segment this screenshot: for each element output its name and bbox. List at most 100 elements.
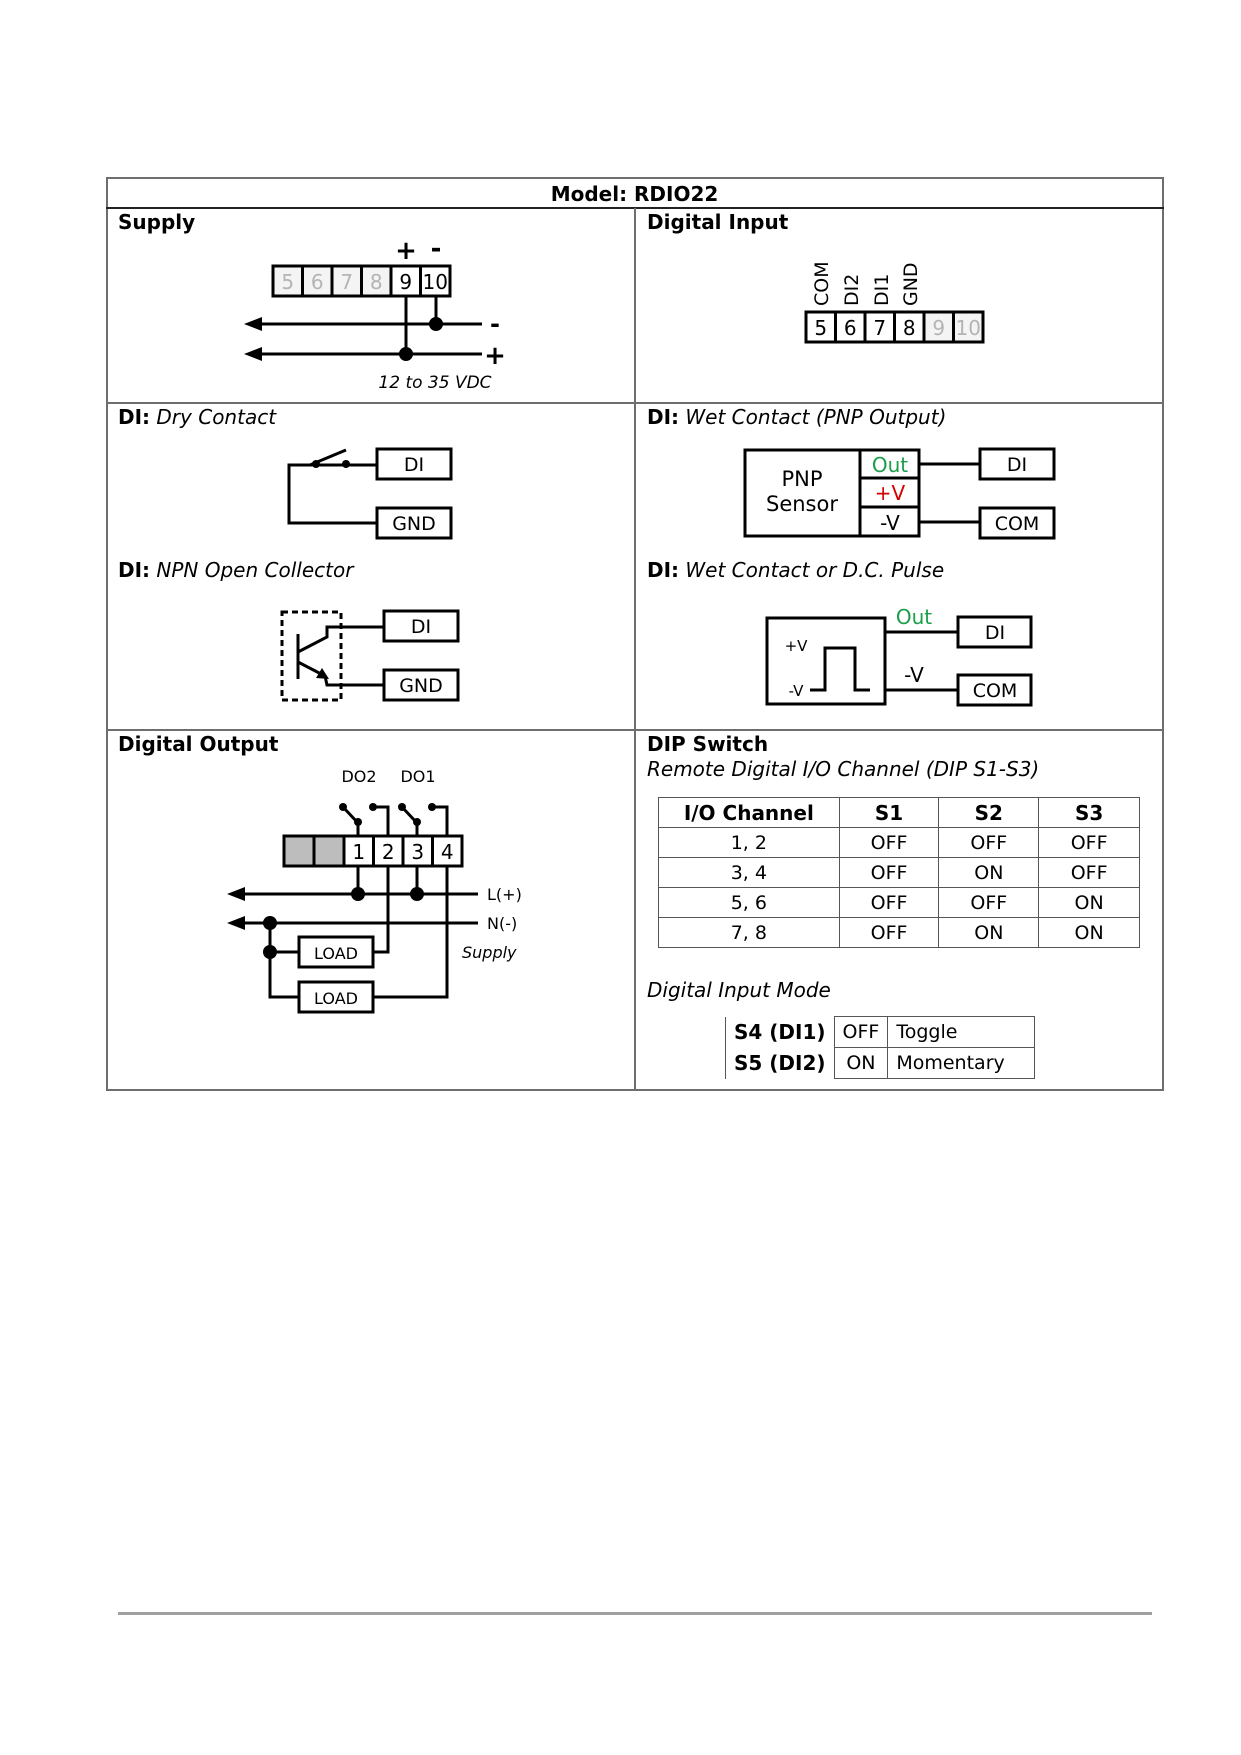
arrow-left-icon bbox=[244, 317, 262, 331]
gnd-box-label: GND bbox=[392, 513, 436, 535]
pulse-wire-minus-v-label: -V bbox=[904, 663, 924, 687]
table-border-top bbox=[106, 177, 1164, 179]
column-header: S3 bbox=[1038, 797, 1140, 828]
supply-terminal-number: 5 bbox=[281, 270, 294, 294]
di-prefix: DI: bbox=[647, 405, 680, 429]
com-box-label: COM bbox=[973, 680, 1018, 702]
digital-input-terminal-number: 10 bbox=[956, 316, 981, 340]
pnp-pin-out: Out bbox=[872, 453, 908, 477]
switch-state-cell: ON bbox=[1038, 917, 1140, 948]
supply-terminal-number: 6 bbox=[311, 270, 324, 294]
switch-state-cell: ON bbox=[833, 1047, 889, 1079]
do1-label: DO1 bbox=[400, 767, 435, 786]
channel-cell: 3, 4 bbox=[658, 857, 840, 888]
do2-label: DO2 bbox=[341, 767, 376, 786]
column-divider bbox=[634, 208, 636, 1090]
switch-state-cell: ON bbox=[938, 917, 1040, 948]
channel-cell: 7, 8 bbox=[658, 917, 840, 948]
digital-output-terminal-number: 4 bbox=[441, 840, 454, 864]
di-terminal-box bbox=[382, 609, 460, 643]
switch-name-cell: S4 (DI1) bbox=[725, 1016, 835, 1048]
supply-terminal bbox=[271, 264, 304, 298]
supply-terminal-number: 9 bbox=[399, 270, 412, 294]
switch-state-cell: OFF bbox=[838, 857, 940, 888]
digital-input-terminal-number: 5 bbox=[814, 316, 827, 340]
pin-label-di2: DI2 bbox=[841, 274, 863, 306]
column-header: S2 bbox=[938, 797, 1040, 828]
supply-plus-label: + bbox=[395, 236, 417, 266]
dip-switch-subtitle: Remote Digital I/O Channel (DIP S1-S3) bbox=[647, 757, 1039, 781]
supply-line-minus-label: - bbox=[490, 310, 500, 338]
di-terminal-box bbox=[978, 447, 1056, 481]
mode-cell: Toggle bbox=[887, 1016, 1036, 1048]
load-box bbox=[297, 980, 375, 1014]
npn-heading: DI: NPN Open Collector bbox=[118, 558, 353, 582]
junction-dot bbox=[410, 887, 424, 901]
switch-state-cell: OFF bbox=[838, 827, 940, 858]
table-header-row: I/O Channel S1 S2 S3 bbox=[658, 797, 1140, 828]
digital-input-terminal-number: 6 bbox=[844, 316, 857, 340]
square-pulse-icon bbox=[810, 646, 870, 692]
junction-dot bbox=[429, 317, 443, 331]
supply-terminal-number: 10 bbox=[423, 270, 448, 294]
di-prefix: DI: bbox=[118, 558, 151, 582]
di-prefix: DI: bbox=[118, 405, 151, 429]
wire bbox=[297, 625, 384, 654]
pin-label-gnd: GND bbox=[900, 262, 922, 306]
wire bbox=[373, 866, 390, 954]
pulse-plus-v-label: +V bbox=[785, 637, 809, 655]
wire bbox=[297, 660, 384, 687]
supply-line-plus-label: + bbox=[484, 341, 506, 371]
row-divider-2 bbox=[106, 729, 1164, 731]
table-border-right bbox=[1162, 177, 1164, 1091]
pnp-heading: DI: Wet Contact (PNP Output) bbox=[647, 405, 946, 429]
model-title: Model: RDIO22 bbox=[550, 182, 719, 206]
switch-name-cell: S5 (DI2) bbox=[725, 1047, 835, 1079]
pulse-out-label: Out bbox=[896, 605, 932, 629]
column-header: I/O Channel bbox=[658, 797, 840, 828]
dry-contact-heading: DI: Dry Contact bbox=[118, 405, 276, 429]
supply-terminal-number: 8 bbox=[370, 270, 383, 294]
com-terminal-box bbox=[956, 673, 1033, 707]
gnd-box-label: GND bbox=[399, 675, 443, 697]
arrow-left-icon bbox=[227, 887, 245, 901]
footer-divider bbox=[118, 1612, 1152, 1615]
dip-switch-subtitle-text: Remote Digital I/O Channel (DIP S1-S3) bbox=[647, 757, 1040, 781]
di-terminal-box bbox=[956, 615, 1033, 649]
unused-terminal-block bbox=[282, 834, 316, 868]
table-border-left bbox=[106, 177, 108, 1091]
pnp-title: Wet Contact (PNP Output) bbox=[685, 405, 947, 429]
com-terminal-box bbox=[978, 506, 1056, 540]
supply-heading: Supply bbox=[118, 210, 195, 234]
wire bbox=[432, 805, 449, 836]
npn-transistor-dashed-box bbox=[280, 610, 343, 702]
wire bbox=[373, 866, 449, 999]
pin-label-com: COM bbox=[811, 261, 833, 306]
arrow-left-icon bbox=[227, 916, 245, 930]
junction-dot bbox=[399, 347, 413, 361]
digital-input-mode-heading: Digital Input Mode bbox=[647, 978, 831, 1002]
gnd-terminal-box bbox=[382, 668, 460, 702]
digital-input-terminal bbox=[804, 310, 837, 344]
channel-cell: 5, 6 bbox=[658, 887, 840, 918]
di-box-label: DI bbox=[985, 622, 1005, 644]
channel-cell: 1, 2 bbox=[658, 827, 840, 858]
pulse-title: Wet Contact or D.C. Pulse bbox=[685, 558, 945, 582]
unused-terminal-block bbox=[312, 834, 346, 868]
wire bbox=[287, 463, 377, 525]
di-box-label: DI bbox=[404, 454, 424, 476]
